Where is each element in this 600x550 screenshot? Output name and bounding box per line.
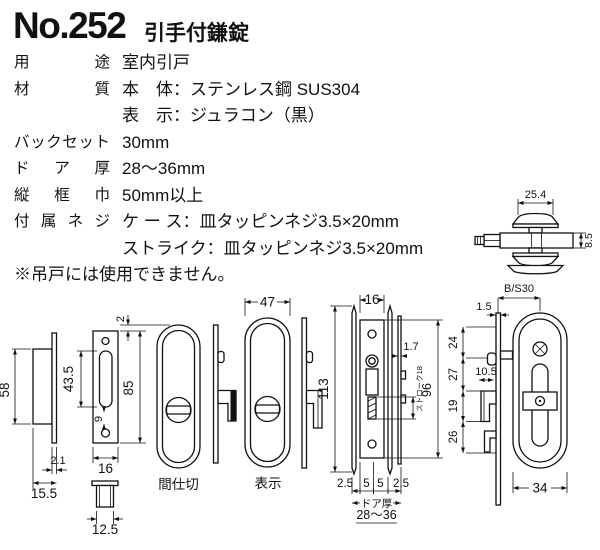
backset-label: B/S30 bbox=[504, 283, 534, 295]
dim-10-5: 10.5 bbox=[475, 366, 496, 378]
dim-5-b: 5 bbox=[377, 478, 383, 490]
spec-value: 本 体：ステンレス鋼 SUS304 bbox=[122, 79, 361, 99]
lock-side-view-b bbox=[301, 317, 323, 469]
dim-43-5: 43.5 bbox=[61, 366, 76, 392]
spec-value: 30mm bbox=[122, 132, 170, 152]
model-number: No.252 bbox=[13, 5, 127, 46]
dim-2-5-left: 2.5 bbox=[337, 478, 353, 490]
dim-2: 2 bbox=[115, 316, 127, 322]
spec-row-backset: バックセット 30mm bbox=[14, 130, 494, 157]
spec-label: 縦框巾 bbox=[14, 186, 110, 204]
spec-table: 用途 室内引戸 材質 本 体：ステンレス鋼 SUS304 表 示：ジュラコン（黒… bbox=[14, 50, 494, 289]
indicator-label: 表示 bbox=[255, 476, 282, 491]
spec-label: 材質 bbox=[14, 80, 110, 98]
spec-label: 付属ネジ bbox=[14, 213, 110, 230]
dim-47: 47 bbox=[260, 295, 275, 310]
dim-24: 24 bbox=[448, 336, 460, 349]
spec-row-use: 用途 室内引戸 bbox=[14, 50, 494, 77]
dim-34: 34 bbox=[532, 481, 548, 496]
bottom-technical-drawing: 58 2.1 15.5 9 43.5 16 2 85 bbox=[0, 283, 568, 537]
spec-value: ストライク：皿タッピンネジ3.5×20mm bbox=[122, 238, 424, 258]
dim-8-5: 8.5 bbox=[583, 233, 595, 248]
door-edge-side-view: B/S30 1.5 24 27 19 26 10.5 bbox=[448, 283, 541, 506]
mechanism-dimensions: 25.4 8.5 bbox=[517, 189, 595, 249]
dim-25-4: 25.4 bbox=[525, 189, 546, 201]
dim-5-a: 5 bbox=[363, 478, 369, 490]
dim-96: 96 bbox=[420, 383, 434, 397]
spindle-assembly bbox=[474, 212, 574, 275]
spec-row-stile-width: 縦框巾 50mm以上 bbox=[14, 183, 494, 210]
indicator-escutcheon-view: 47 表示 bbox=[244, 295, 291, 491]
partition-label: 間仕切 bbox=[158, 477, 199, 492]
cap-part: 12.5 bbox=[87, 480, 123, 537]
dim-2-5-right: 2.5 bbox=[393, 478, 409, 490]
lock-side-view-a bbox=[212, 324, 237, 464]
spec-row-door-thickness: ドア厚 28〜36mm bbox=[14, 156, 494, 183]
dim-15-5: 15.5 bbox=[31, 486, 57, 501]
dim-85: 85 bbox=[121, 380, 136, 395]
spec-label: 用途 bbox=[14, 54, 110, 71]
case-section-view: 16 113 1.7 ストローク18 96 2.5 5 5 2.5 ドア厚 28… bbox=[316, 292, 443, 524]
door-thickness-range: 28〜36 bbox=[356, 508, 396, 522]
dim-1-7: 1.7 bbox=[403, 341, 418, 353]
dim-9: 9 bbox=[93, 416, 105, 422]
spec-row-material: 材質 本 体：ステンレス鋼 SUS304 表 示：ジュラコン（黒） bbox=[14, 77, 494, 130]
dim-stroke-18: ストローク18 bbox=[415, 366, 424, 412]
product-name: 引手付鎌錠 bbox=[144, 22, 249, 45]
dim-16: 16 bbox=[98, 461, 113, 476]
dim-26: 26 bbox=[448, 431, 460, 444]
door-thickness-label: ドア厚 bbox=[361, 498, 393, 510]
spec-value: 表 示：ジュラコン（黒） bbox=[122, 106, 325, 125]
cup-side-view: 58 2.1 15.5 bbox=[0, 332, 67, 501]
dim-113: 113 bbox=[316, 378, 331, 400]
partition-escutcheon-view: 間仕切 bbox=[156, 324, 201, 492]
spec-value: ケ ー ス：皿タッピンネジ3.5×20mm bbox=[122, 212, 399, 231]
dim-27: 27 bbox=[448, 368, 460, 381]
dim-58: 58 bbox=[0, 382, 12, 397]
dim-2-1: 2.1 bbox=[50, 455, 65, 467]
dim-1-5: 1.5 bbox=[476, 301, 491, 313]
strike-view: 9 43.5 16 2 85 bbox=[61, 315, 170, 476]
spec-label: バックセット bbox=[14, 133, 110, 151]
mechanism-drawing: 25.4 8.5 bbox=[474, 189, 595, 275]
usage-note: ※吊戸には使用できません。 bbox=[14, 265, 235, 284]
pull-handle-view: 34 bbox=[512, 312, 568, 496]
spec-value: 室内引戸 bbox=[122, 53, 190, 72]
spec-value: 50mm以上 bbox=[122, 185, 204, 205]
spec-row-screws: 付属ネジ ケ ー ス：皿タッピンネジ3.5×20mm ストライク：皿タッピンネジ… bbox=[14, 209, 494, 262]
spec-label: ドア厚 bbox=[14, 160, 110, 177]
dim-19: 19 bbox=[448, 400, 460, 413]
dim-16-case: 16 bbox=[364, 292, 379, 307]
spec-value: 28〜36mm bbox=[122, 159, 206, 178]
dim-12-5: 12.5 bbox=[92, 522, 118, 537]
